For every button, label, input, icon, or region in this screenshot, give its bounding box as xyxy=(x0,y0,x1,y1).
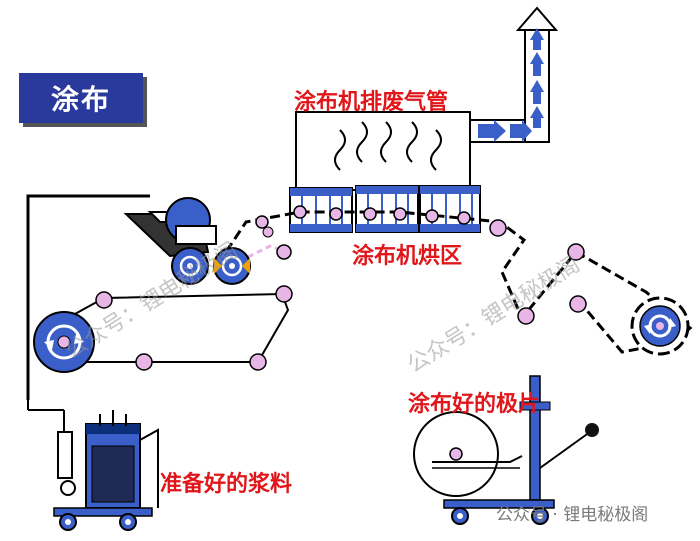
rotation-arrow-icon xyxy=(74,334,84,344)
rotation-arrow-icon xyxy=(668,318,676,328)
airflow-arrow-icon xyxy=(478,120,506,142)
idler-rollers xyxy=(95,205,587,371)
oven-section xyxy=(355,185,419,233)
oven-section xyxy=(419,185,481,233)
rotation-arrow-icon xyxy=(644,324,652,334)
exhaust-pipe xyxy=(469,6,559,143)
airflow-arrow-icon xyxy=(530,106,544,128)
airflow-arrow-icon xyxy=(510,120,532,142)
drying-oven xyxy=(289,185,481,233)
watermark-footer: 公众号 · 锂电秘极阁 xyxy=(496,505,649,525)
pressure-arrow-icon xyxy=(242,258,250,274)
airflow-arrow-icon xyxy=(530,28,544,50)
slurry-tank-cart xyxy=(27,400,159,531)
pressure-arrow-icon xyxy=(214,258,222,274)
electrode-reel-cart xyxy=(413,375,599,525)
page-title: 涂布 xyxy=(19,73,143,123)
coating-head xyxy=(123,197,251,285)
airflow-arrow-icon xyxy=(530,80,544,104)
rewind-roll xyxy=(630,296,690,356)
exhaust-pipe-label: 涂布机排废气管 xyxy=(294,90,449,115)
drying-zone-label: 涂布机烘区 xyxy=(352,244,463,269)
unwind-roll xyxy=(33,311,95,373)
airflow-arrow-icon xyxy=(530,52,544,76)
prepared-slurry-label: 准备好的浆料 xyxy=(160,472,293,497)
rotation-arrow-icon xyxy=(44,340,54,350)
finished-electrode-label: 涂布好的极片 xyxy=(408,392,541,417)
exhaust-hood xyxy=(295,111,471,191)
